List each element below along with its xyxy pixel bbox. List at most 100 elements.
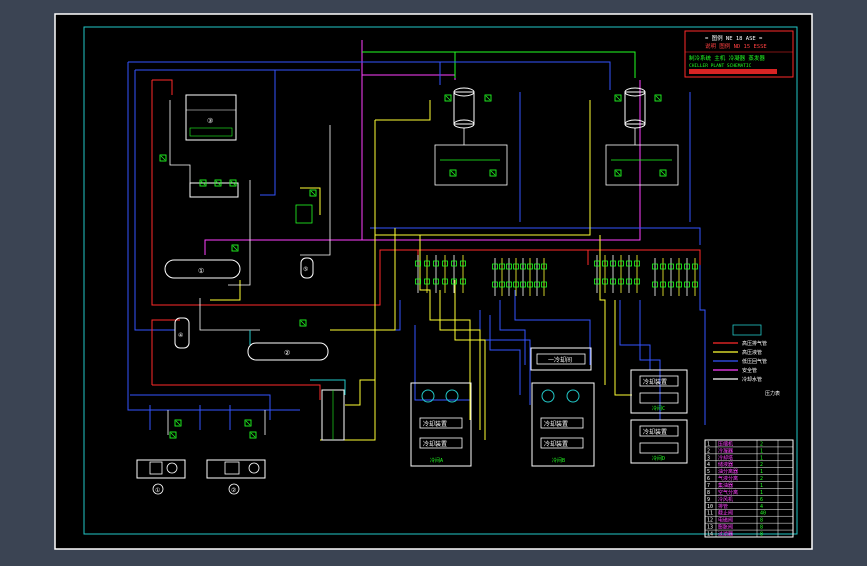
- legend-label: 安全管: [742, 367, 757, 374]
- tank-label-2: 冷却装置: [423, 440, 447, 448]
- parts-cell: 14: [707, 532, 713, 538]
- compressor-unit-2: ②: [206, 459, 266, 495]
- tank-label-6: 冷却装置: [643, 428, 667, 436]
- valve: [660, 258, 666, 296]
- valve: [626, 255, 632, 293]
- valve-manifolds: [159, 94, 698, 439]
- valve: [614, 94, 622, 102]
- oil-cooler: [189, 182, 313, 224]
- parts-cell: 膨胀阀: [718, 524, 733, 531]
- parts-cell: 11: [707, 511, 713, 517]
- valve: [654, 94, 662, 102]
- parts-cell: 储液器: [718, 461, 733, 468]
- valve: [424, 255, 430, 293]
- valve: [449, 169, 457, 177]
- valve: [527, 258, 533, 296]
- parts-cell: 截止阀: [718, 510, 733, 517]
- valve: [229, 179, 237, 187]
- valve: [299, 319, 307, 327]
- tank-label-4: 冷却装置: [544, 440, 568, 448]
- parts-cell: 冷却塔: [718, 454, 733, 461]
- cold-room-5: 冷却装置 冷间D: [630, 419, 688, 464]
- valve: [231, 244, 239, 252]
- parts-cell: 空气分离: [718, 489, 738, 496]
- room-label-4: 冷间C: [652, 405, 665, 412]
- valve: [444, 94, 452, 102]
- parts-cell: 7: [707, 483, 710, 489]
- tank-label-1: 冷却装置: [423, 420, 447, 428]
- valve: [199, 179, 207, 187]
- receiver-1-label: ①: [198, 267, 204, 275]
- parts-cell: 8: [760, 518, 763, 524]
- parts-cell: 1: [760, 455, 763, 461]
- parts-cell: 1: [707, 441, 710, 447]
- parts-cell: 冷凝器: [718, 447, 733, 454]
- compressor-unit-1: ①: [136, 459, 186, 495]
- parts-cell: 电磁阀: [718, 517, 733, 524]
- parts-cell: 压缩机: [718, 440, 733, 447]
- valve: [484, 94, 492, 102]
- valve: [244, 419, 252, 427]
- valve: [520, 258, 526, 296]
- air-separator: [321, 389, 345, 441]
- oil-separator: ④: [174, 317, 190, 349]
- valve: [513, 258, 519, 296]
- title-line1: = 图例 NE 18 ASE =: [705, 34, 763, 42]
- receiver-vessel-1: ①: [164, 259, 241, 279]
- valve: [534, 258, 540, 296]
- valve: [676, 258, 682, 296]
- room-label-2: 冷间A: [430, 457, 443, 464]
- parts-cell: 6: [707, 476, 710, 482]
- parts-cell: 4: [760, 504, 763, 510]
- legend-label: 高压排气管: [742, 340, 767, 347]
- valve: [610, 255, 616, 293]
- parts-cell: 9: [707, 497, 710, 503]
- parts-cell: 12: [707, 518, 713, 524]
- valve: [506, 258, 512, 296]
- valve: [433, 255, 439, 293]
- legend-label: 冷却水管: [742, 376, 762, 383]
- hx-b-label: ⑤: [303, 266, 308, 273]
- room-label-1: 一冷却间: [548, 356, 572, 364]
- receiver-2-label: ②: [284, 349, 290, 357]
- valve: [634, 255, 640, 293]
- valve: [309, 189, 317, 197]
- valve: [492, 258, 498, 296]
- parts-cell: 2: [707, 448, 710, 454]
- cold-room-4: 冷却装置 冷间C: [630, 369, 688, 414]
- parts-cell: 气液分离: [718, 475, 738, 482]
- parts-cell: 8: [760, 532, 763, 538]
- title-line2: 说明 图例 ND 15 ESSE: [705, 42, 767, 50]
- parts-cell: 8: [707, 490, 710, 496]
- parts-cell: 冷风机: [718, 496, 733, 503]
- valve: [489, 169, 497, 177]
- parts-cell: 40: [760, 511, 766, 517]
- title-line4: CHILLER PLANT SCHEMATIC: [689, 63, 752, 69]
- inner-border: [83, 26, 798, 535]
- cold-room-3: 一冷却间: [530, 347, 592, 371]
- parts-cell: 1: [760, 490, 763, 496]
- parts-cell: 8: [760, 525, 763, 531]
- valve: [594, 255, 600, 293]
- parts-cell: 2: [760, 476, 763, 482]
- title-block: = 图例 NE 18 ASE = 说明 图例 ND 15 ESSE 制冷系统 主…: [684, 30, 794, 78]
- parts-cell: 2: [760, 441, 763, 447]
- valve: [169, 431, 177, 439]
- cooling-tower-label: ③: [207, 117, 213, 125]
- valve: [159, 154, 167, 162]
- condenser-left: [434, 87, 508, 186]
- valve: [692, 258, 698, 296]
- liquid-separator: ⑤: [300, 257, 314, 279]
- valve: [659, 169, 667, 177]
- valve: [460, 255, 466, 293]
- tank-label-5: 冷却装置: [643, 378, 667, 386]
- valve: [214, 179, 222, 187]
- parts-cell: 集油器: [718, 482, 733, 489]
- legend-label: 低压回气管: [742, 358, 767, 365]
- parts-cell: 10: [707, 504, 713, 510]
- parts-cell: 排管: [718, 503, 728, 510]
- room-label-5: 冷间D: [652, 455, 665, 462]
